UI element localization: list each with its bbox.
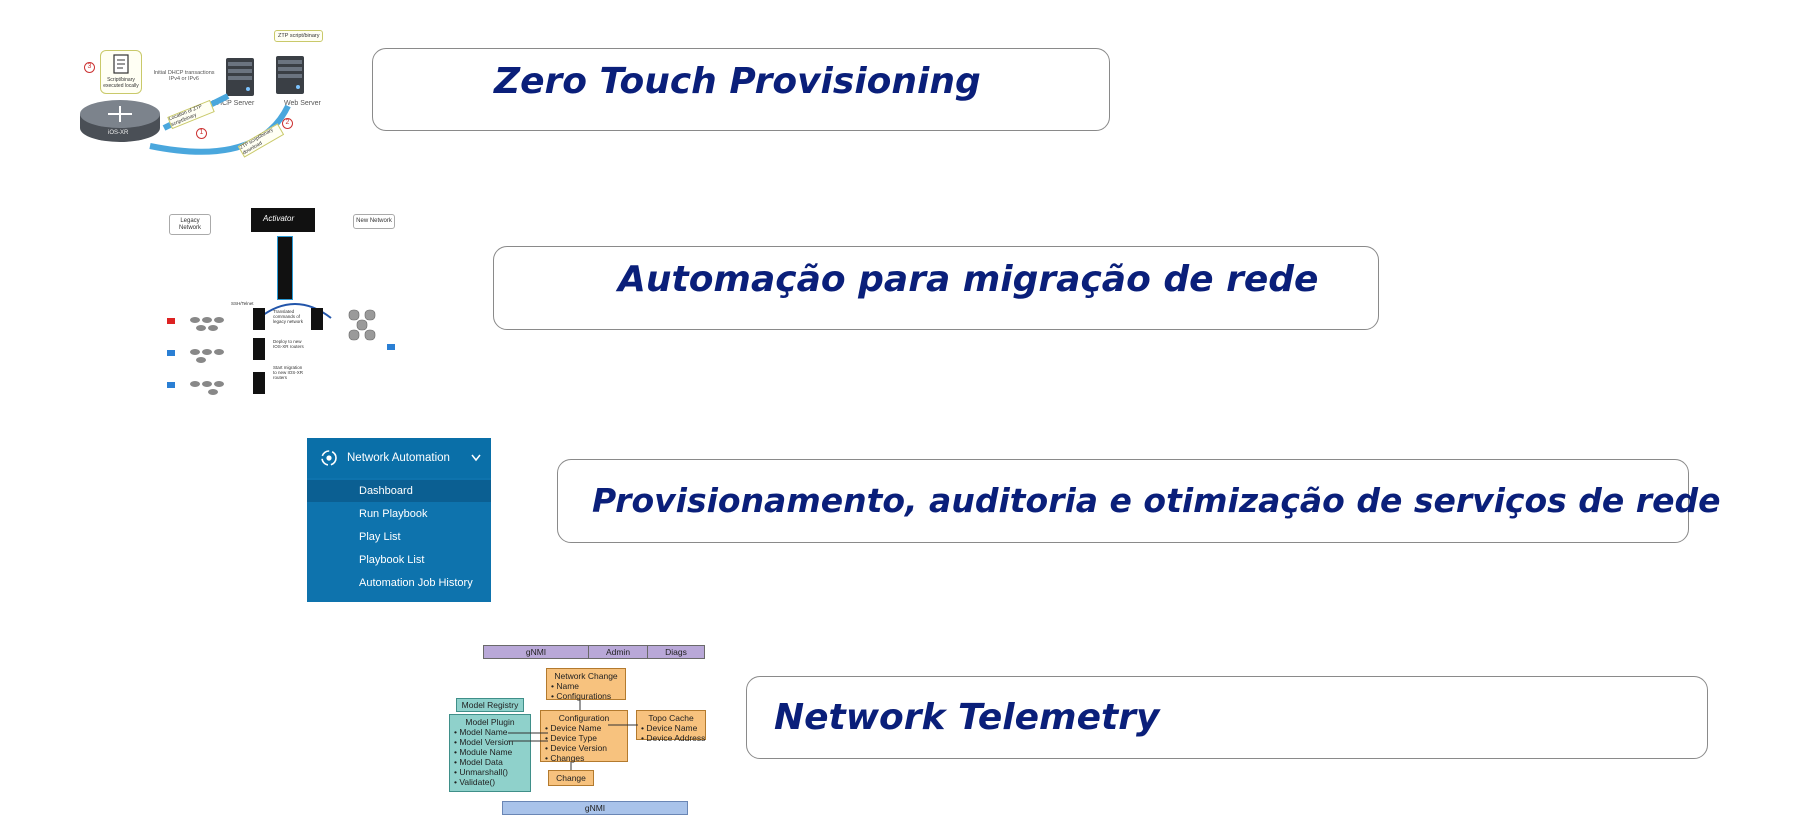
dhcp-note: Initial DHCP transactions IPv4 or IPv6 <box>153 70 215 83</box>
change-box: Change <box>548 770 594 786</box>
title-provisioning: Provisionamento, auditoria e otimização … <box>592 481 1721 520</box>
menu-item-play-list[interactable]: Play List <box>359 531 401 543</box>
model-plugin-line-6: • Validate() <box>454 777 496 787</box>
legacy-router-clusters <box>167 317 224 395</box>
model-plugin-title: Model Plugin <box>465 717 515 727</box>
network-change-line-2: • Configurations <box>551 691 612 701</box>
bottom-gnmi-bar: gNMI <box>502 801 688 815</box>
menu-item-playbook-list[interactable]: Playbook List <box>359 554 425 566</box>
migration-diagram: Legacy Network Activator New Network Tra… <box>165 206 405 402</box>
provisioning-arrows <box>149 93 291 155</box>
step-1-badge: 1 <box>196 128 207 139</box>
title-migration: Automação para migração de rede <box>618 259 1319 300</box>
topo-cache-box: Topo Cache • Device Name • Device Addres… <box>636 710 706 743</box>
translator-device-3 <box>253 372 265 394</box>
ztp-diagram: Script/binary executed locally 3 Initial… <box>78 28 328 160</box>
configuration-title: Configuration <box>558 713 610 723</box>
chevron-down-icon[interactable] <box>471 454 481 462</box>
translator-device-1 <box>253 308 265 330</box>
title-telemetry: Network Telemetry <box>774 697 1160 738</box>
topo-cache-title: Topo Cache <box>648 713 694 723</box>
top-tab-gnmi-label: gNMI <box>525 647 547 657</box>
translator-device-2 <box>253 338 265 360</box>
activator-brand: Activator <box>263 214 295 223</box>
top-tab-diags-label: Diags <box>665 647 687 657</box>
network-change-title: Network Change <box>554 671 618 681</box>
title-box-ztp <box>372 48 1110 131</box>
network-change-box: Network Change • Name • Configurations <box>546 668 626 701</box>
telemetry-arrows <box>508 700 638 770</box>
automation-gear-icon <box>321 450 337 466</box>
menu-item-automation-job-history[interactable]: Automation Job History <box>359 577 473 589</box>
web-server-label: Web Server <box>284 100 321 107</box>
topo-cache-line-2: • Device Address <box>641 733 706 743</box>
new-network-label: New Network <box>353 214 395 229</box>
activator-device <box>277 236 293 300</box>
menu-item-run-playbook[interactable]: Run Playbook <box>359 508 428 520</box>
network-change-line-1: • Name <box>551 681 580 691</box>
ssh-link-label: SSH/Telnet <box>231 301 254 306</box>
configuration-line-2: • Device Type <box>545 733 597 743</box>
network-automation-header[interactable]: Network Automation <box>307 438 491 478</box>
network-automation-title: Network Automation <box>347 452 450 464</box>
top-tab-diags: Diags <box>647 645 705 659</box>
step-3-badge: 3 <box>84 62 95 73</box>
model-registry-box: Model Registry <box>456 698 524 712</box>
router-icon: iOS-XR <box>78 96 162 146</box>
web-server-icon <box>274 54 306 96</box>
title-box-provisioning <box>557 459 1689 543</box>
model-plugin-line-2: • Model Version <box>454 737 514 747</box>
model-plugin-line-1: • Model Name <box>454 727 508 737</box>
title-box-migration <box>493 246 1379 330</box>
title-box-telemetry <box>746 676 1708 759</box>
script-document-icon: Script/binary executed locally <box>100 50 142 94</box>
migration-arc <box>258 303 332 319</box>
ztp-badge: ZTP script/binary <box>274 30 324 43</box>
telemetry-diagram: gNMI Admin Diags Network Change • Name •… <box>448 644 710 816</box>
legacy-network-label: Legacy Network <box>169 214 211 236</box>
top-tab-admin-label: Admin <box>605 647 631 657</box>
model-registry-label: Model Registry <box>461 700 519 710</box>
configuration-line-1: • Device Name <box>545 723 602 733</box>
model-plugin-box: Model Plugin • Model Name • Model Versio… <box>449 714 531 792</box>
network-automation-panel: Network Automation Dashboard Run Playboo… <box>307 438 491 602</box>
configuration-line-4: • Changes <box>545 753 585 763</box>
model-plugin-line-5: • Unmarshall() <box>454 767 508 777</box>
model-plugin-line-3: • Module Name <box>454 747 513 757</box>
script-label: Script/binary executed locally <box>103 77 139 89</box>
router-label: iOS-XR <box>108 130 129 136</box>
activator-banner: Activator <box>251 208 315 232</box>
step-2-badge: 2 <box>282 118 293 129</box>
bottom-gnmi-label: gNMI <box>584 803 606 813</box>
configuration-box: Configuration • Device Name • Device Typ… <box>540 710 628 763</box>
dhcp-server-icon <box>224 56 256 98</box>
topo-cache-line-1: • Device Name <box>641 723 698 733</box>
new-router-cluster <box>348 309 395 350</box>
configuration-line-3: • Device Version <box>545 743 608 753</box>
translator-device-right <box>311 308 323 330</box>
title-ztp: Zero Touch Provisioning <box>494 61 981 102</box>
migration-note-2: Deploy to new IOS-XR routers <box>273 339 304 349</box>
model-plugin-line-4: • Model Data <box>454 757 503 767</box>
change-label: Change <box>556 773 586 783</box>
menu-item-dashboard[interactable]: Dashboard <box>307 480 491 502</box>
dhcp-server-label: DHCP Server <box>212 100 255 107</box>
migration-note-1: Translated commands of legacy network <box>273 309 304 324</box>
migration-note-3: Start migration to new IOS-XR routers <box>273 365 304 380</box>
